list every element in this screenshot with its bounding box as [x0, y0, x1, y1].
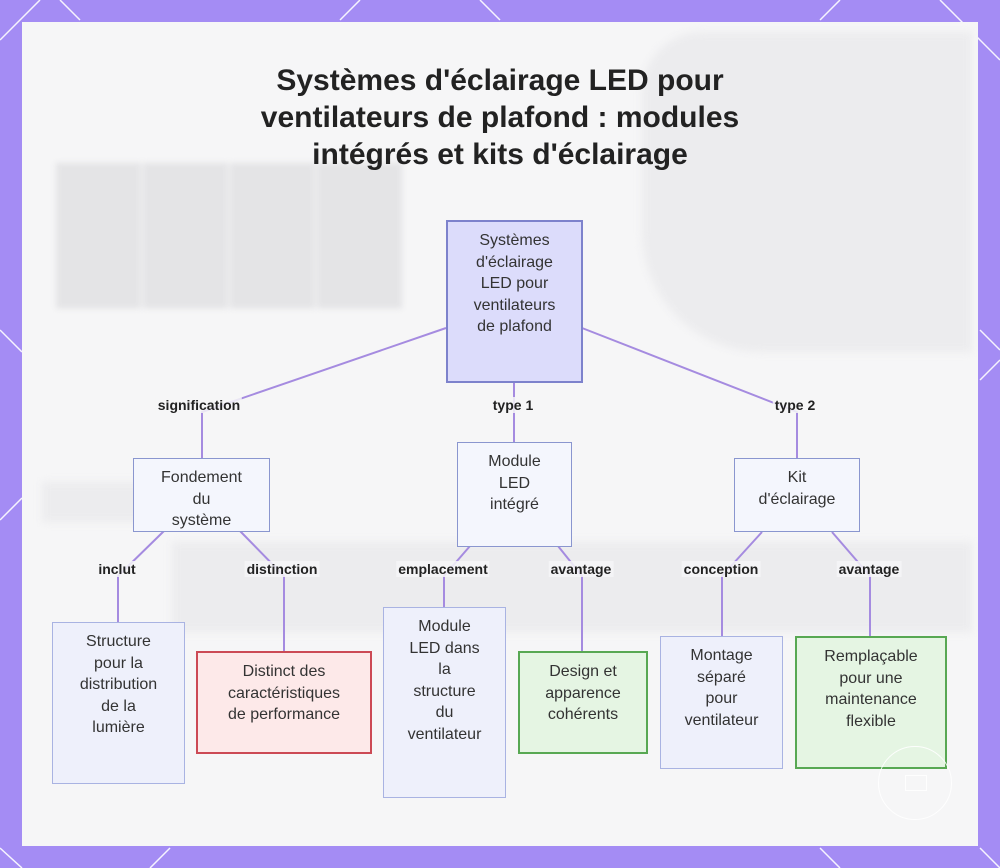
- diagram-title: Systèmes d'éclairage LED pour ventilateu…: [200, 62, 800, 173]
- node-text-line: de plafond: [477, 318, 552, 335]
- node-kit: Kit d'éclairage: [734, 458, 860, 532]
- node-text-line: Design et: [549, 663, 617, 680]
- watermark-seal: [878, 746, 952, 820]
- node-text-line: distribution: [79, 676, 158, 693]
- node-structure: Structure pour la distribution de la lum…: [52, 622, 185, 784]
- node-text-line: Fondement: [161, 469, 242, 486]
- background-blur-panel: [172, 542, 972, 632]
- node-text-line: d'éclairage: [476, 253, 553, 271]
- background-blur-shape: ████: [56, 164, 405, 298]
- node-text-line: Module: [418, 618, 471, 635]
- node-text-line: flexible: [846, 712, 896, 730]
- edge-label-type2: type 2: [772, 397, 818, 413]
- node-remplacable: Remplaçable pour une maintenance flexibl…: [795, 636, 947, 769]
- edge-kit-remplacable: [831, 531, 871, 636]
- node-text-line: apparence: [545, 684, 621, 702]
- node-text-line: la: [438, 661, 451, 678]
- node-text-line: intégré: [490, 496, 539, 513]
- node-text-line: LED pour: [480, 275, 549, 292]
- edge-label-emplacement: emplacement: [396, 561, 490, 577]
- node-text-line: ventilateur: [407, 725, 482, 743]
- edge-label-signification: signification: [155, 397, 243, 413]
- title-line: ventilateurs de plafond : modules: [260, 101, 740, 134]
- edge-label-conception: conception: [681, 561, 761, 577]
- edge-label-type1: type 1: [490, 397, 536, 413]
- node-text-line: LED: [498, 474, 531, 492]
- node-montage: Montage séparé pour ventilateur: [660, 636, 783, 769]
- node-module-led: Module LED intégré: [457, 442, 572, 547]
- node-text-line: Module: [488, 453, 541, 470]
- node-text-line: cohérents: [547, 706, 619, 723]
- node-root: Systèmes d'éclairage LED pour ventilateu…: [446, 220, 583, 383]
- node-text-line: de performance: [227, 706, 341, 723]
- node-text-line: du: [435, 704, 454, 721]
- node-text-line: système: [171, 512, 232, 529]
- node-text-line: Remplaçable: [824, 648, 918, 665]
- edge-label-avantage-kit: avantage: [836, 561, 902, 577]
- edge-fondement-distinct: [239, 530, 285, 651]
- node-text-line: Systèmes: [479, 232, 550, 249]
- node-text-line: Montage: [690, 647, 753, 664]
- node-distinct: Distinct des caractéristiques de perform…: [196, 651, 372, 754]
- node-text-line: d'éclairage: [758, 490, 836, 508]
- background-blur-panel: [642, 32, 972, 352]
- node-design: Design et apparence cohérents: [518, 651, 648, 754]
- node-text-line: caractéristiques: [227, 684, 341, 702]
- node-text-line: du: [192, 490, 211, 508]
- node-text-line: Structure: [86, 633, 151, 650]
- node-text-line: pour une: [839, 669, 903, 687]
- node-text-line: pour la: [94, 654, 143, 672]
- node-text-line: maintenance: [825, 691, 917, 708]
- node-text-line: séparé: [697, 668, 746, 686]
- edge-root-fondement: [201, 327, 447, 458]
- node-fondement: Fondement du système: [133, 458, 270, 532]
- node-text-line: Kit: [787, 469, 807, 486]
- node-text-line: lumière: [92, 719, 145, 736]
- title-line: intégrés et kits d'éclairage: [312, 138, 688, 171]
- title-line: Systèmes d'éclairage LED pour: [276, 64, 724, 97]
- node-text-line: LED dans: [409, 639, 480, 657]
- node-text-line: de la: [101, 697, 136, 715]
- edge-root-kit: [581, 327, 798, 458]
- node-text-line: pour: [705, 690, 738, 707]
- edge-label-inclut: inclut: [96, 561, 138, 577]
- node-text-line: Distinct des: [242, 663, 326, 680]
- node-text-line: ventilateurs: [473, 296, 556, 314]
- node-module-dans: Module LED dans la structure du ventilat…: [383, 607, 506, 798]
- edge-label-distinction: distinction: [244, 561, 320, 577]
- edge-kit-montage: [721, 531, 763, 636]
- node-text-line: structure: [413, 682, 476, 700]
- edge-label-avantage-module: avantage: [548, 561, 614, 577]
- node-text-line: ventilateur: [684, 711, 759, 729]
